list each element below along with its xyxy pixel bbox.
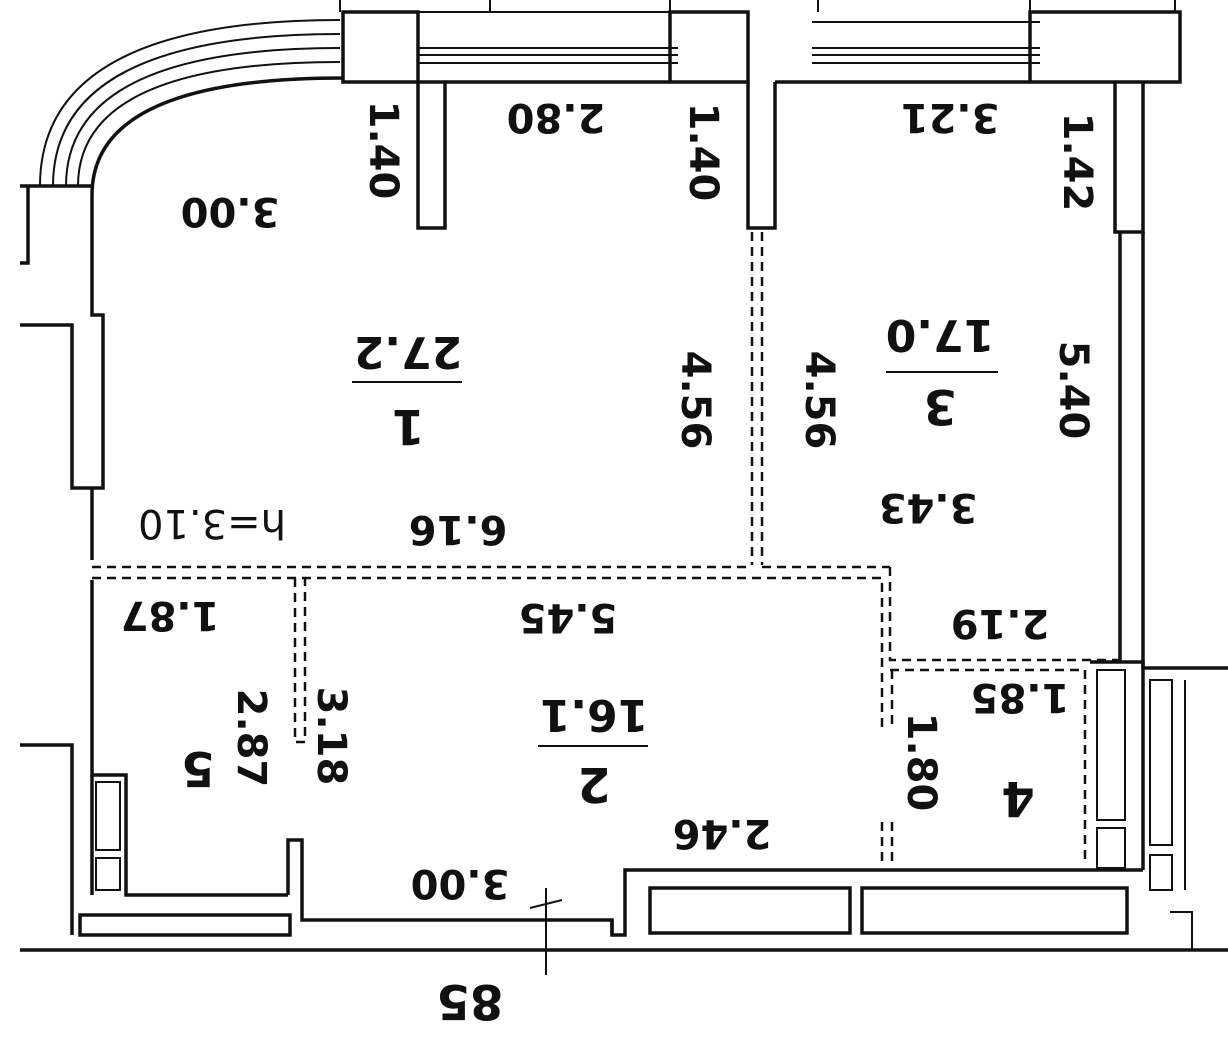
dim-545: 5.45 <box>519 594 618 640</box>
ceiling-height-label: h=3.10 <box>138 500 286 546</box>
room-1-area: 27.2 <box>354 326 463 377</box>
dim-287: 2.87 <box>228 689 274 788</box>
outer-walls <box>20 80 1228 952</box>
dim-321: 3.21 <box>901 94 1000 140</box>
room-3-number: 3 <box>923 378 956 434</box>
dim-180: 1.80 <box>898 713 944 812</box>
dim-140-mid: 1.40 <box>680 103 726 202</box>
dim-540: 5.40 <box>1050 341 1096 440</box>
dim-219: 2.19 <box>951 600 1050 646</box>
room-labels: 27.2 1 17.0 3 16.1 2 4 5 <box>181 309 1034 826</box>
curved-window <box>39 19 344 196</box>
dim-142: 1.42 <box>1054 113 1100 212</box>
partitions <box>92 232 1120 865</box>
dim-140-left: 1.40 <box>360 101 406 200</box>
dim-185: 1.85 <box>971 674 1070 720</box>
dim-246: 2.46 <box>673 810 772 856</box>
room-4-number: 4 <box>1001 770 1034 826</box>
axis-marker-label: 85 <box>437 973 504 1029</box>
room-5-walls <box>90 580 1143 937</box>
room-2-number: 2 <box>577 756 610 812</box>
bottom-right-fixtures <box>648 660 1193 950</box>
dim-456-left: 4.56 <box>672 351 718 450</box>
dim-300-bottom: 3.00 <box>411 860 510 906</box>
dim-616: 6.16 <box>409 506 508 552</box>
dim-343: 3.43 <box>879 484 978 530</box>
top-windows <box>339 0 1182 84</box>
dim-318: 3.18 <box>308 687 354 786</box>
room-1-number: 1 <box>391 398 424 454</box>
dim-280: 2.80 <box>507 94 606 140</box>
axis-tick <box>529 888 563 975</box>
dim-456-right: 4.56 <box>796 351 842 450</box>
dim-187: 1.87 <box>121 592 220 638</box>
dimension-labels: 3.00 1.40 2.80 1.40 3.21 1.42 4.56 4.56 … <box>121 94 1100 906</box>
room-3-area: 17.0 <box>886 309 995 360</box>
room-5-number: 5 <box>181 740 214 796</box>
room-2-area: 16.1 <box>540 689 649 740</box>
dim-300-top: 3.00 <box>181 188 280 234</box>
